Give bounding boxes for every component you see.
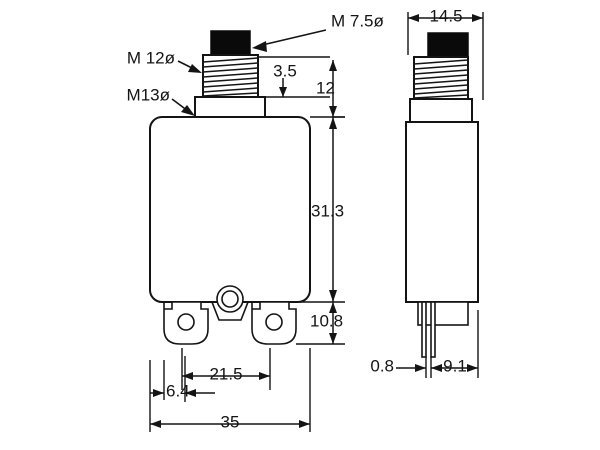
arrowhead-14-5-right: [472, 14, 483, 22]
arrowhead-9-1-left: [431, 364, 442, 372]
dimension-10-8: 10.8: [296, 302, 345, 345]
dim-label-14-5: 14.5: [429, 6, 462, 25]
dim-label-10-8: 10.8: [310, 311, 343, 330]
dimension-9-1: 9.1: [430, 310, 479, 378]
side-reset-button-cap: [427, 32, 469, 58]
arrowhead-21-5-left: [182, 372, 193, 380]
side-mounting-flange: [409, 98, 473, 123]
arrowhead-3-5-down: [279, 87, 287, 97]
side-thread-hatching: [413, 59, 469, 99]
dim-label-6-4: 6.4: [166, 381, 190, 400]
thread-hatching: [202, 57, 259, 97]
arrowhead-m12: [188, 64, 202, 73]
dim-label-9-1: 9.1: [443, 356, 467, 375]
arrowhead-0-8-right: [415, 364, 426, 372]
dimension-21-5: 21.5: [181, 348, 271, 390]
arrowhead-35-right: [299, 420, 310, 428]
arrowhead-6-4-left: [153, 389, 164, 397]
arrowhead-21-5-right: [259, 372, 270, 380]
reset-button-cap: [210, 30, 251, 56]
arrowhead-6-4-right: [185, 389, 196, 397]
dim-label-21-5: 21.5: [209, 364, 242, 383]
side-pin-left: [421, 301, 427, 358]
mounting-flange: [194, 96, 266, 118]
arrowhead-10-8-up: [329, 302, 337, 313]
terminal-left-hole: [177, 313, 195, 331]
dimension-35: 35: [149, 348, 311, 432]
side-view: [405, 32, 479, 358]
side-pin-right: [430, 301, 436, 358]
callout-label-m12: M 12ø: [127, 48, 175, 67]
arrowhead-10-8-down: [329, 333, 337, 344]
arrowhead-12-down: [329, 106, 337, 117]
front-view: [149, 30, 311, 345]
arrowhead-31-3-down: [329, 290, 337, 302]
dimension-6-4: 6.4: [150, 356, 215, 402]
dim-label-12: 12: [316, 78, 335, 97]
dim-label-35: 35: [221, 412, 240, 431]
arrowhead-35-left: [150, 420, 161, 428]
callout-label-m75: M 7.5ø: [331, 11, 384, 30]
arrowhead-31-3-up: [329, 117, 337, 129]
arrowhead-14-5-left: [408, 14, 419, 22]
callout-label-m13: M13ø: [127, 85, 170, 104]
dimension-31-3: 31.3: [300, 116, 345, 303]
arrowhead-12-up: [329, 60, 337, 71]
arrowhead-9-1-right: [467, 364, 478, 372]
dimension-14-5: 14.5: [407, 6, 484, 100]
callout-m75: M 7.5ø: [252, 11, 384, 52]
arrowhead-m13: [181, 105, 195, 116]
dim-label-0-8: 0.8: [370, 356, 394, 375]
callout-m12: M 12ø: [127, 48, 202, 73]
dimension-0-8: 0.8: [370, 356, 427, 378]
side-breaker-body: [405, 121, 479, 303]
leader-line-m75: [257, 29, 327, 47]
arrowhead-m75: [252, 41, 267, 52]
dim-label-31-3: 31.3: [311, 201, 344, 220]
dim-label-3-5: 3.5: [273, 61, 297, 80]
callout-m13: M13ø: [127, 85, 195, 116]
terminal-right-hole: [265, 313, 283, 331]
breaker-body: [149, 116, 311, 303]
dimension-3-5: 3.5: [258, 56, 330, 98]
dimension-12: 12: [316, 60, 345, 118]
center-boss-ring-inner: [221, 290, 239, 308]
